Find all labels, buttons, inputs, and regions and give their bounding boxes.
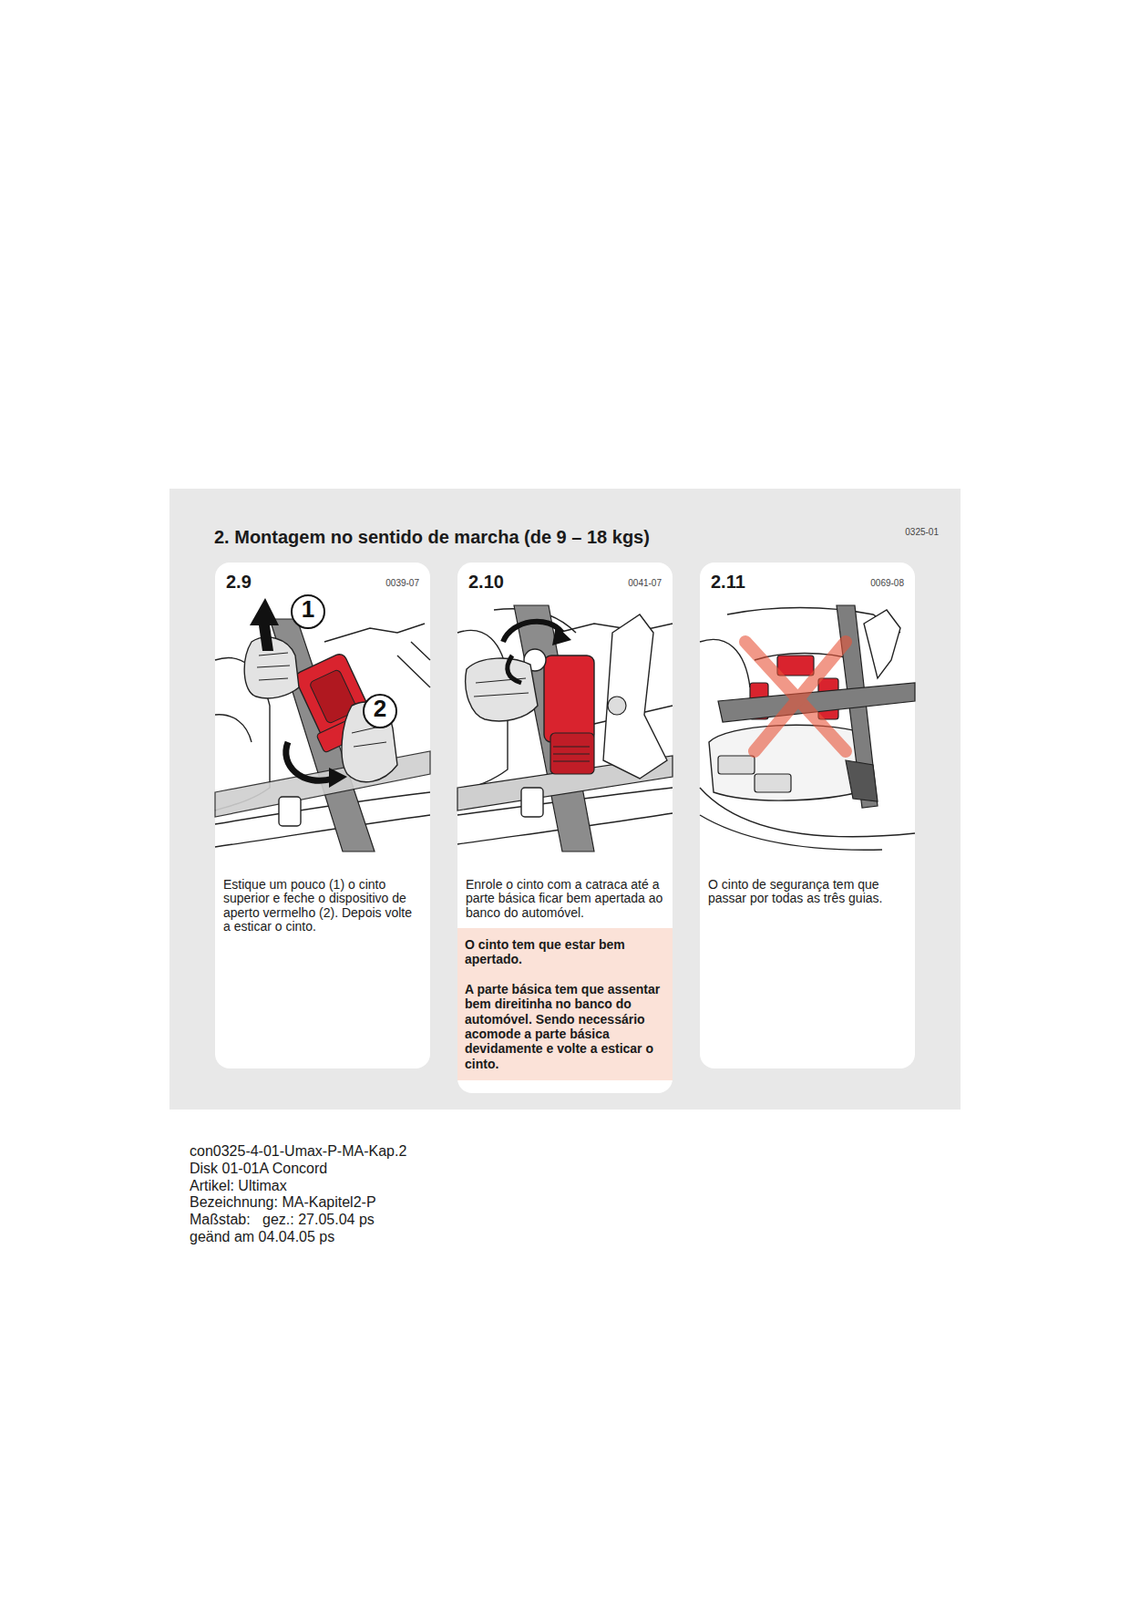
warning-text: O cinto tem que estar bem apertado. xyxy=(464,936,666,967)
footer-line: Bezeichnung: MA-Kapitel2-P xyxy=(189,1193,377,1211)
warning-box: O cinto tem que estar bem apertado. A par… xyxy=(457,927,673,1080)
footer-line: Maßstab: gez.: 27.05.04 ps xyxy=(189,1211,375,1228)
illustration-ratchet xyxy=(457,605,673,852)
step-card: 2.10 0041-07 Enrole o cinto com a catraca… xyxy=(457,562,673,1093)
footer-line: geänd am 04.04.05 ps xyxy=(189,1228,335,1245)
step-text: Estique um pouco (1) o cinto superior e … xyxy=(223,877,422,935)
illustration-belt-guides xyxy=(699,605,915,852)
step-number: 2.11 xyxy=(710,571,746,593)
figure-code: 0041-07 xyxy=(627,577,662,588)
footer-line: Disk 01-01A Concord xyxy=(189,1160,328,1177)
step-text: O cinto de segurança tem que passar por … xyxy=(708,877,907,906)
figure-code: 0039-07 xyxy=(385,577,420,588)
illustration-tighten xyxy=(215,605,431,852)
footer-line: con0325-4-01-Umax-P-MA-Kap.2 xyxy=(189,1142,407,1160)
step-number: 2.9 xyxy=(226,571,252,593)
step-text: Enrole o cinto com a catraca até a parte… xyxy=(465,877,665,920)
step-number: 2.10 xyxy=(468,571,504,593)
step-card: 2.11 0069-08 O cinto de segurança tem que… xyxy=(699,562,915,1069)
figure-code: 0069-08 xyxy=(870,577,904,588)
warning-text: A parte básica tem que assentar bem dire… xyxy=(464,981,666,1071)
footer-line: Artikel: Ultimax xyxy=(189,1177,288,1194)
step-card: 2.9 0039-07 Estique um pouco (1) o cinto … xyxy=(215,562,431,1069)
callout-number: 2 xyxy=(363,694,397,728)
page-title: 2. Montagem no sentido de marcha (de 9 –… xyxy=(214,526,650,548)
document-code: 0325-01 xyxy=(838,526,939,537)
callout-number: 1 xyxy=(291,595,325,628)
